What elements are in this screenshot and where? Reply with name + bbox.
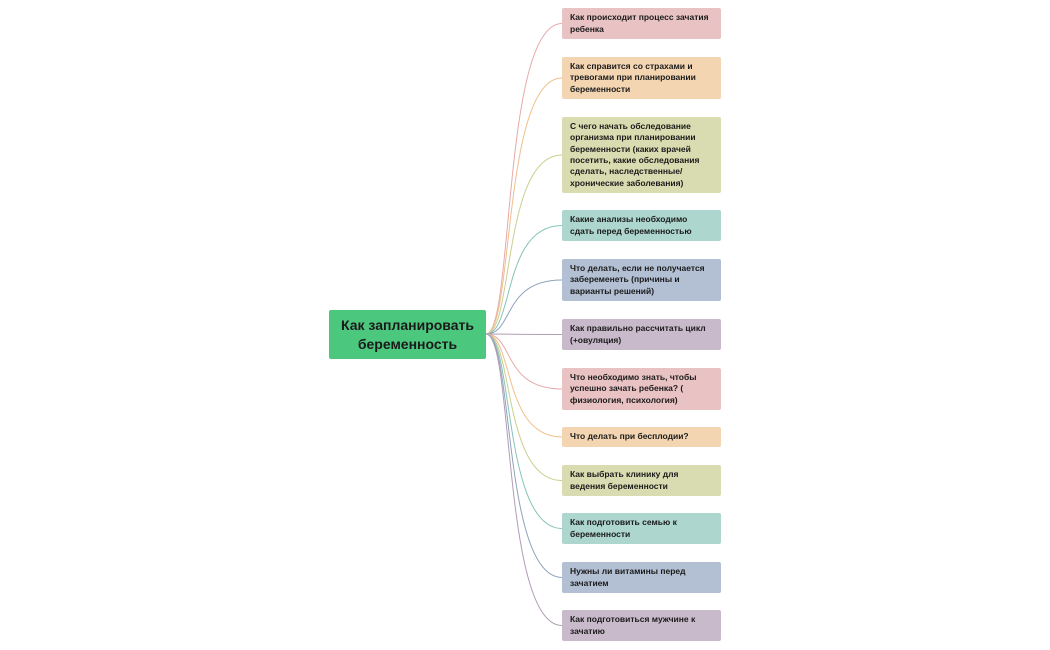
connector-line xyxy=(485,23,563,335)
connector-line xyxy=(485,225,563,335)
connector-line xyxy=(485,154,563,335)
subtopic-8[interactable]: Что делать при бесплодии? xyxy=(562,427,721,447)
subtopic-1[interactable]: Как происходит процесс зачатия ребенка xyxy=(562,8,721,39)
subtopic-6[interactable]: Как правильно рассчитать цикл (+овуляция… xyxy=(562,319,721,350)
subtopic-label: Как происходит процесс зачатия ребенка xyxy=(570,12,709,34)
subtopic-5[interactable]: Что делать, если не получается заберемен… xyxy=(562,259,721,301)
root-topic-label: Как запланировать беременность xyxy=(341,316,474,352)
subtopic-11[interactable]: Нужны ли витамины перед зачатием xyxy=(562,562,721,593)
connector-line xyxy=(485,333,563,626)
subtopic-label: Что делать, если не получается заберемен… xyxy=(570,262,705,296)
subtopic-7[interactable]: Что необходимо знать, чтобы успешно зача… xyxy=(562,368,721,410)
subtopic-label: Что необходимо знать, чтобы успешно зача… xyxy=(570,371,697,405)
subtopic-label: Как справится со страхами и тревогами пр… xyxy=(570,60,696,94)
root-topic[interactable]: Как запланировать беременность xyxy=(329,310,486,359)
subtopic-3[interactable]: С чего начать обследование организма при… xyxy=(562,117,721,193)
subtopic-2[interactable]: Как справится со страхами и тревогами пр… xyxy=(562,57,721,99)
connector-line xyxy=(485,333,563,390)
subtopic-9[interactable]: Как выбрать клинику для ведения беременн… xyxy=(562,465,721,496)
subtopic-label: Как выбрать клинику для ведения беременн… xyxy=(570,469,679,491)
subtopic-label: С чего начать обследование организма при… xyxy=(570,120,700,188)
subtopic-label: Как подготовиться мужчине к зачатию xyxy=(570,614,696,636)
connector-line xyxy=(485,333,563,481)
subtopic-label: Что делать при бесплодии? xyxy=(570,431,689,442)
connector-line xyxy=(485,333,563,438)
connector-line xyxy=(485,333,563,529)
subtopic-label: Какие анализы необходимо сдать перед бер… xyxy=(570,214,692,236)
subtopic-label: Как подготовить семью к беременности xyxy=(570,517,677,539)
subtopic-10[interactable]: Как подготовить семью к беременности xyxy=(562,513,721,544)
subtopic-4[interactable]: Какие анализы необходимо сдать перед бер… xyxy=(562,210,721,241)
subtopic-label: Нужны ли витамины перед зачатием xyxy=(570,566,686,588)
connector-line xyxy=(485,77,563,335)
subtopic-12[interactable]: Как подготовиться мужчине к зачатию xyxy=(562,610,721,641)
connector-line xyxy=(485,333,563,335)
connector-line xyxy=(485,279,563,335)
connector-line xyxy=(485,333,563,578)
subtopic-label: Как правильно рассчитать цикл (+овуляция… xyxy=(570,323,706,345)
